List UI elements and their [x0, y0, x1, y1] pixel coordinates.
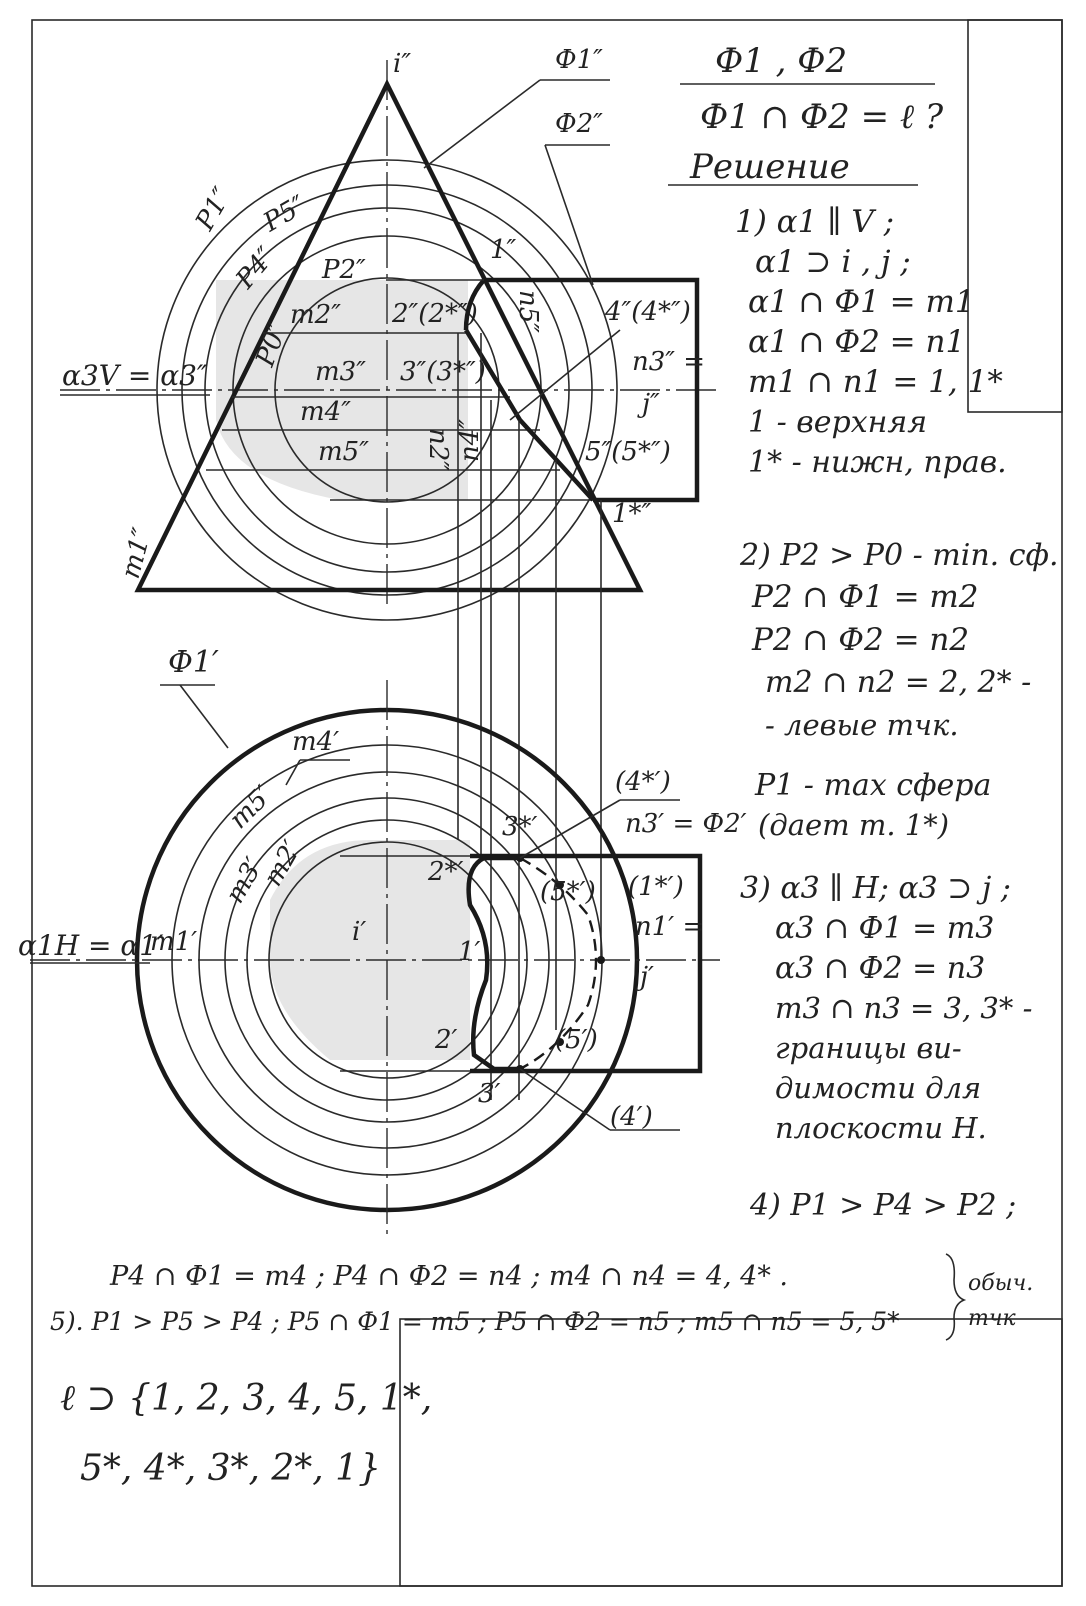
step1-line6: 1 - верхняя [748, 405, 927, 440]
label-n3-top: n3′ = Ф2′ [625, 809, 747, 839]
label-m5-top: m5′ [224, 780, 279, 835]
cylinder-outline-top [470, 853, 703, 1074]
cone-outline-front [134, 78, 644, 593]
front-view [60, 60, 720, 621]
step3-line6: димости для [775, 1071, 981, 1105]
label-1s-top: (1*′) [628, 872, 684, 902]
label-5-top: (5′) [555, 1025, 598, 1055]
given-text: Ф1 , Ф2 [715, 41, 847, 81]
intersection-curve-visible-top [466, 855, 520, 1072]
label-n4-front: n4″ [455, 419, 485, 462]
step1-line4: α1 ∩ Ф2 = n1 [748, 324, 965, 360]
point-1s-top [597, 956, 605, 964]
label-5s-top: (5*′) [540, 877, 596, 907]
step2-line5: - левые тчк. [765, 708, 959, 742]
leader-4s [519, 799, 621, 859]
label-m1-top: m1′ [150, 927, 197, 957]
label-n1-top: n1′ = [635, 912, 704, 942]
label-m3-front: m3″ [315, 357, 366, 387]
solution-title: Решение [689, 147, 850, 187]
label-pt2-front: 2″(2*″) [391, 299, 478, 329]
leader-4 [519, 1068, 611, 1131]
cylinder-left-arc-front [463, 278, 486, 331]
step2-line4: m2 ∩ n2 = 2, 2* - [765, 665, 1031, 700]
corner-stamp-box [967, 19, 1063, 413]
label-2s-top: 2*′ [427, 857, 464, 887]
label-4s-top: (4*′) [615, 767, 671, 797]
label-n3-front: n3″ = [632, 347, 705, 377]
step1-line5: m1 ∩ n1 = 1, 1* [748, 364, 1003, 400]
step3-line4: m3 ∩ n3 = 3, 3* - [775, 991, 1032, 1025]
label-alpha1: α1H = α1′ [18, 929, 164, 962]
answer-line1: ℓ ⊃ {1, 2, 3, 4, 5, 1*, [60, 1378, 432, 1419]
label-m1-front: m1″ [116, 525, 158, 582]
shaded-region-top [270, 840, 470, 1060]
label-j-top: j′ [635, 962, 654, 992]
label-n5-front: n5″ [513, 290, 543, 333]
top-view [30, 680, 720, 1240]
task-text: Ф1 ∩ Ф2 = ℓ ? [700, 97, 944, 137]
sphere-p1-front [156, 159, 618, 621]
step3-line7: плоскости H. [775, 1111, 987, 1145]
label-phi1-top: Ф1′ [168, 645, 219, 680]
leader-phi1-top [179, 684, 229, 749]
label-pt4-front: 4″(4*″) [604, 297, 691, 327]
label-p1: P1″ [190, 182, 238, 236]
step1-line1: 1) α1 ∥ V ; [735, 204, 894, 240]
step4-line1: 4) P1 > P4 > P2 ; [749, 1188, 1016, 1223]
label-i-top: i′ [352, 917, 366, 947]
label-pt5-front: 5″(5*″) [585, 437, 671, 467]
label-3-top: 3′ [478, 1079, 501, 1109]
label-alpha3: α3V = α3″ [62, 359, 208, 392]
label-m2-front: m2″ [290, 300, 341, 330]
step4-line2: P4 ∩ Ф1 = m4 ; P4 ∩ Ф2 = n4 ; m4 ∩ n4 = … [109, 1261, 788, 1292]
point-5-top [556, 1038, 564, 1046]
step1-line7: 1* - нижн, прав. [748, 445, 1007, 480]
step2-line3: P2 ∩ Ф2 = n2 [751, 622, 969, 658]
step2-line1: 2) P2 > P0 - min. сф. [739, 538, 1059, 573]
leader-phi1-front [423, 79, 541, 169]
step2-line2: P2 ∩ Ф1 = m2 [751, 579, 979, 615]
label-n2-front: n2″ [423, 428, 453, 471]
step2b-line2: (дает т. 1*) [758, 808, 949, 842]
step3-line1: 3) α3 ∥ H; α3 ⊃ j ; [740, 871, 1011, 906]
label-m4-front: m4″ [300, 397, 351, 427]
brace [945, 1253, 967, 1341]
label-phi1-front: Ф1″ [555, 45, 603, 75]
leader-4 [509, 329, 621, 421]
step3-line5: границы ви- [775, 1031, 962, 1065]
label-i-front: i″ [393, 49, 411, 79]
label-p2: P2″ [321, 255, 366, 285]
step1-line3: α1 ∩ Ф1 = m1 [748, 284, 975, 320]
step1-line2: α1 ⊃ i , j ; [755, 244, 911, 280]
label-p5: P5″ [258, 190, 312, 238]
brace-note-1: обыч. [968, 1271, 1033, 1296]
label-pt1-front: 1″ [490, 235, 517, 265]
point-5s-top [556, 881, 564, 889]
label-1-top: 1′ [458, 937, 481, 967]
step2b-line1: P1 - max сфера [754, 768, 991, 803]
label-2-top: 2′ [434, 1025, 458, 1055]
label-m5-front: m5″ [318, 437, 369, 467]
step5-line: 5). P1 > P5 > P4 ; P5 ∩ Ф1 = m5 ; P5 ∩ Ф… [50, 1307, 900, 1336]
step3-line2: α3 ∩ Ф1 = m3 [775, 911, 994, 946]
label-4-top: (4′) [610, 1102, 653, 1132]
label-j-front: j″ [637, 389, 660, 419]
answer-line2: 5*, 4*, 3*, 2*, 1} [80, 1448, 381, 1489]
intersection-curve-front [464, 328, 595, 502]
leader-phi2-front [544, 144, 594, 286]
brace-note-2: тчк [968, 1306, 1017, 1331]
projection-lines [457, 333, 602, 1100]
step3-line3: α3 ∩ Ф2 = n3 [775, 951, 985, 986]
label-3s-top: 3*′ [502, 812, 538, 842]
title-block [399, 1318, 1063, 1587]
label-pt3-front: 3″(3*″) [400, 357, 486, 387]
label-m4-top: m4′ [292, 727, 339, 757]
label-pt1s-front: 1*″ [612, 499, 652, 529]
label-phi2-front: Ф2″ [555, 109, 603, 139]
